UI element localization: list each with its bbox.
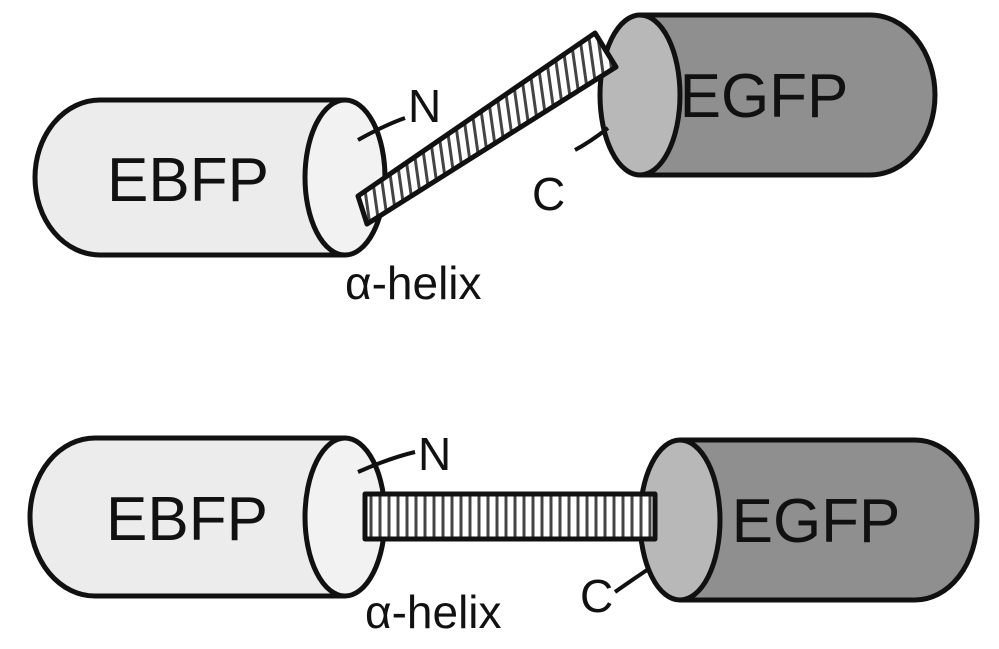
bottom-n-terminus-tick — [357, 450, 416, 474]
bottom-ebfp-label: EBFP — [106, 485, 268, 554]
bottom-n-label: N — [418, 428, 451, 480]
bottom-construct: EBFP EGFP N C α-helix — [27, 428, 980, 638]
bottom-c-label: C — [580, 570, 613, 622]
top-n-terminus-tick — [357, 116, 406, 142]
top-construct: EBFP EGFP N C α-helix — [32, 12, 938, 309]
top-ebfp-cylinder: EBFP — [32, 97, 388, 258]
top-ebfp-label: EBFP — [107, 146, 269, 215]
top-alpha-helix-label: α-helix — [345, 257, 482, 309]
top-alpha-helix-bar — [355, 30, 619, 227]
top-egfp-label: EGFP — [680, 62, 849, 131]
bottom-c-terminus-tick — [613, 566, 652, 594]
top-n-label: N — [408, 80, 441, 132]
bottom-ebfp-cylinder: EBFP — [27, 435, 388, 599]
top-c-label: C — [532, 168, 565, 220]
bottom-egfp-label: EGFP — [732, 487, 901, 556]
top-c-terminus-tick — [574, 126, 610, 152]
bottom-alpha-helix-label: α-helix — [365, 586, 502, 638]
bottom-egfp-cylinder: EGFP — [637, 437, 980, 603]
top-egfp-cylinder: EGFP — [597, 12, 938, 178]
bottom-alpha-helix-bar — [362, 491, 658, 542]
